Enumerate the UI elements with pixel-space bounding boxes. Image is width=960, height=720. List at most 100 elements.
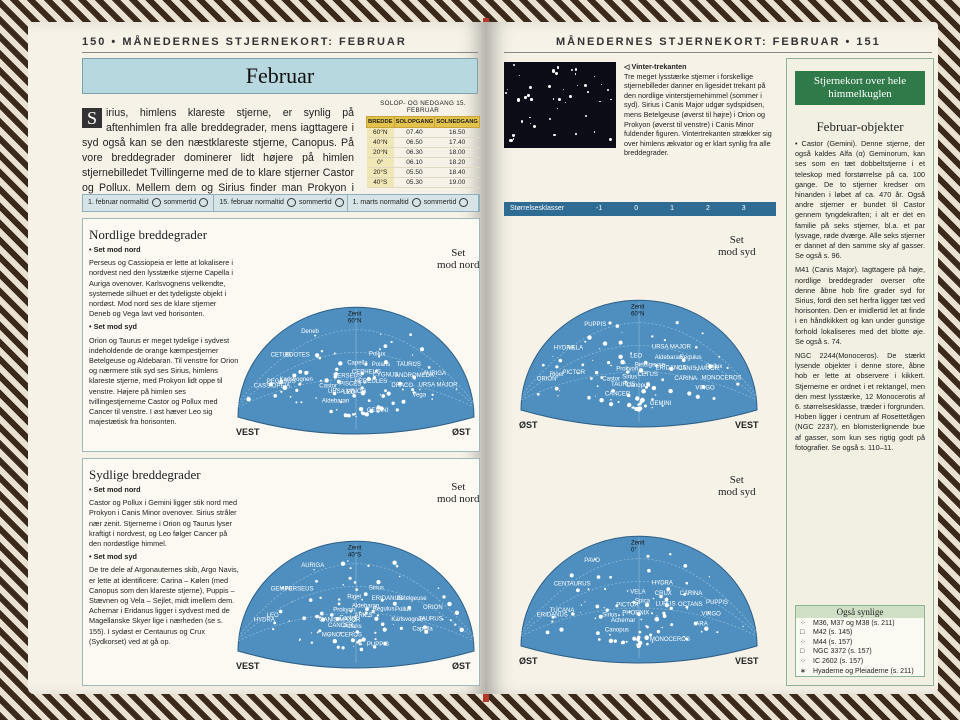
star xyxy=(664,597,669,602)
star xyxy=(376,609,378,611)
paragraph: Perseus og Cassiopeia er lette at lokali… xyxy=(89,258,233,319)
star xyxy=(545,630,550,635)
star xyxy=(329,409,333,414)
photo-star xyxy=(556,67,559,70)
constellation-label: LEO xyxy=(267,613,279,619)
constellation-label: Sirius xyxy=(622,375,637,381)
star xyxy=(651,641,654,643)
photo-star xyxy=(564,101,566,104)
star xyxy=(661,404,664,407)
star xyxy=(708,364,713,369)
cluster-icon: ∗ xyxy=(800,668,806,675)
star xyxy=(646,642,649,646)
constellation-label: CEPHEUS xyxy=(352,370,381,376)
star xyxy=(558,358,563,363)
star xyxy=(376,410,380,413)
constellation-label: Prokyon xyxy=(333,608,355,614)
star xyxy=(441,618,444,621)
zenith-label: Zenit xyxy=(348,545,362,551)
clock-icon xyxy=(334,197,344,207)
list-item-text: Hyaderne og Pleiaderne (s. 211) xyxy=(813,668,914,675)
star xyxy=(422,625,427,630)
star xyxy=(378,355,381,358)
table-cell: 40°N xyxy=(366,137,395,148)
star xyxy=(310,641,314,644)
constellation-label: GEMINI xyxy=(271,587,293,593)
cluster-icon: ⁘ xyxy=(800,639,806,646)
clock-icon xyxy=(151,197,161,207)
southern-latitudes-section: Sydlige breddegrader • Set mod nord Cast… xyxy=(82,458,480,686)
direction-label: Set mod nord xyxy=(437,481,480,505)
star xyxy=(454,623,457,626)
month-title: Februar xyxy=(245,63,315,88)
photo-star xyxy=(608,138,612,142)
star xyxy=(386,391,391,396)
photo-star xyxy=(557,66,560,68)
star xyxy=(695,346,698,349)
constellation-label: LEO xyxy=(343,390,355,396)
table-cell: 06.50 xyxy=(394,137,435,148)
star xyxy=(687,391,692,396)
constellation-label: Betelgeuse xyxy=(397,596,428,602)
star xyxy=(358,643,361,646)
star xyxy=(651,398,654,401)
star xyxy=(383,344,388,348)
constellation-label: Pollux xyxy=(369,352,385,358)
constellation-label: Aldebaran xyxy=(352,604,379,610)
clock-icon xyxy=(411,197,421,207)
constellation-label: CANCER xyxy=(605,391,631,397)
star xyxy=(627,402,632,408)
section-text: • Set mod nord Castor og Pollux i Gemini… xyxy=(89,485,239,650)
star xyxy=(669,606,673,610)
compass-east-label: ØST xyxy=(452,661,471,671)
photo-star xyxy=(556,107,559,110)
star xyxy=(337,602,341,606)
star xyxy=(608,638,614,643)
list-item: ⁘IC 2602 (s. 157) xyxy=(796,656,924,666)
table-header: BREDDE xyxy=(366,116,395,128)
star xyxy=(372,645,377,649)
constellation-label: GEMINI xyxy=(367,408,389,414)
photo-star xyxy=(517,98,521,102)
star xyxy=(359,611,361,613)
photo-caption: ◁ Vinter-trekanten Tre meget lysstærke s… xyxy=(624,62,774,158)
photo-star xyxy=(548,85,552,89)
star xyxy=(395,408,399,412)
photo-star xyxy=(512,137,515,140)
constellation-label: CENTAURUS xyxy=(554,582,591,588)
constellation-label: Aldebaran xyxy=(322,398,349,404)
photo-star xyxy=(506,88,509,91)
zenith-label: Zenit xyxy=(348,311,362,317)
star xyxy=(536,392,540,396)
constellation-label: CRUX xyxy=(655,591,672,597)
star xyxy=(273,394,277,398)
star xyxy=(330,613,334,617)
star xyxy=(335,388,337,390)
constellation-label: VIRGO xyxy=(695,385,715,391)
star xyxy=(398,381,402,386)
magnitude-value: 1 xyxy=(670,205,674,212)
compass-east-label: VEST xyxy=(735,656,759,666)
constellation-label: VIRGO xyxy=(702,611,722,617)
star xyxy=(576,588,580,593)
altitude-line xyxy=(237,378,475,408)
star xyxy=(427,366,431,369)
star xyxy=(360,386,364,390)
table-cell: 06.30 xyxy=(394,147,435,158)
constellation-label: VELA xyxy=(630,589,645,595)
star xyxy=(374,616,379,621)
magnitude-value: -1 xyxy=(596,205,603,212)
magnitude-value: 2 xyxy=(705,205,710,212)
photo-star xyxy=(593,131,596,133)
star xyxy=(554,386,559,391)
constellation-label: URSA MAJOR xyxy=(652,345,692,351)
altitude-line xyxy=(520,607,758,637)
star xyxy=(399,575,401,578)
star xyxy=(636,637,640,642)
star xyxy=(380,598,384,602)
star xyxy=(288,620,291,622)
sunrise-table: SOLOP- OG NEDGANG 15. FEBRUAR BREDDE SOL… xyxy=(366,100,480,188)
table-cell: 18.40 xyxy=(434,167,480,178)
star xyxy=(630,352,633,355)
